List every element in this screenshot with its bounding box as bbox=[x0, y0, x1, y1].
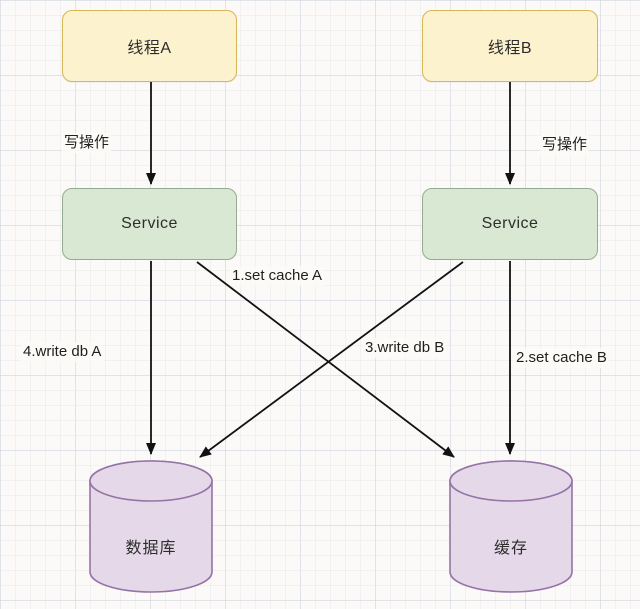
edge-label-write-op-a: 写操作 bbox=[62, 133, 112, 153]
arrow-service-a-to-cache bbox=[196, 261, 455, 458]
node-thread-b: 线程B bbox=[422, 10, 598, 82]
edge-label-set-cache-a: 1.set cache A bbox=[230, 266, 325, 286]
node-thread-b-label: 线程B bbox=[487, 40, 533, 57]
node-service-a-label: Service bbox=[121, 215, 178, 232]
node-service-b-label: Service bbox=[481, 215, 539, 232]
arrow-service-b-to-database bbox=[199, 261, 464, 458]
node-thread-a: 线程A bbox=[62, 10, 237, 82]
edge-label-set-cache-b: 2.set cache B bbox=[514, 348, 609, 368]
node-cache-label: 缓存 bbox=[493, 540, 528, 557]
node-service-b: Service bbox=[422, 188, 598, 260]
node-database-label: 数据库 bbox=[125, 540, 177, 557]
edge-label-write-op-b: 写操作 bbox=[540, 135, 590, 155]
database-cylinder bbox=[89, 460, 213, 593]
edge-label-write-db-b: 3.write db B bbox=[363, 338, 447, 358]
cache-cylinder bbox=[449, 460, 573, 593]
node-service-a: Service bbox=[62, 188, 237, 260]
node-thread-a-label: 线程A bbox=[127, 40, 172, 57]
edge-label-write-db-a: 4.write db A bbox=[21, 342, 104, 362]
